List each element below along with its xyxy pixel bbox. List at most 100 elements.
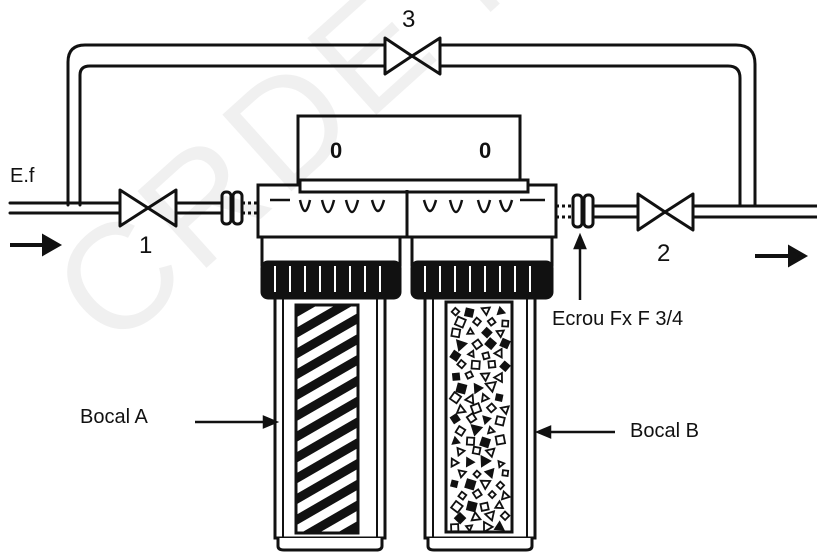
bowl-a-label: Bocal A (80, 406, 148, 428)
granule (449, 349, 462, 362)
granule (464, 524, 474, 533)
granule (485, 402, 498, 414)
granule (486, 316, 497, 327)
granule (501, 319, 510, 328)
valve-2-label: 2 (657, 240, 671, 267)
bypass-pipe (66, 43, 757, 207)
granule (457, 469, 468, 480)
granule (499, 405, 511, 416)
granule (453, 511, 467, 525)
granule (473, 382, 484, 395)
granule (465, 456, 476, 468)
granule (450, 479, 459, 489)
granule (470, 424, 484, 437)
granule (481, 326, 493, 339)
flow-out-arrow-icon (755, 244, 809, 268)
granule (500, 489, 512, 501)
granule (450, 327, 462, 339)
union-nut-left (220, 190, 258, 226)
granule (465, 412, 478, 425)
granule (451, 435, 461, 445)
granule (453, 315, 467, 329)
granule (487, 489, 497, 500)
granule (451, 372, 461, 381)
bowl-b-cap (410, 235, 554, 300)
granule (494, 329, 506, 339)
granule (499, 360, 511, 373)
bowl-b-label: Bocal B (630, 420, 699, 442)
head-mark-right: 0 (479, 138, 492, 163)
granule (484, 380, 498, 394)
granule (480, 306, 492, 317)
granule (471, 316, 483, 327)
granule (457, 490, 468, 501)
granule (480, 454, 492, 468)
granule (450, 457, 461, 469)
granule (492, 371, 503, 384)
granule (469, 402, 483, 415)
inlet-label: E.f (10, 165, 35, 187)
granule (470, 359, 481, 370)
outlet-pipe (593, 204, 817, 219)
union-nut-right (556, 193, 595, 229)
bowl-b (423, 296, 537, 552)
granule (499, 337, 511, 350)
granule (455, 403, 468, 415)
granule (466, 349, 475, 359)
leader-lines (195, 232, 615, 439)
granule (487, 359, 497, 369)
head-mark-left: 0 (330, 138, 343, 163)
granule (479, 479, 492, 491)
granule (449, 413, 461, 425)
granule (479, 436, 492, 449)
granule (496, 305, 507, 316)
granule (483, 509, 496, 523)
granule (471, 445, 482, 456)
granule (479, 372, 491, 383)
bowl-a-cap (260, 235, 402, 300)
granule (493, 520, 505, 531)
granule (448, 390, 463, 405)
granule (494, 393, 504, 402)
granule (471, 488, 483, 500)
granule (494, 434, 507, 446)
bowl-a (273, 296, 387, 552)
granule (464, 478, 477, 491)
nut-label: Ecrou Fx F 3/4 (552, 308, 684, 330)
granule (450, 306, 461, 317)
inlet-pipe (8, 201, 224, 215)
granule (481, 351, 491, 361)
granule (495, 480, 506, 491)
granule (464, 370, 475, 380)
granule (449, 499, 464, 514)
granule (479, 501, 490, 512)
granule (465, 500, 478, 513)
valve-3-icon (383, 36, 442, 76)
flow-in-arrow-icon (10, 233, 63, 257)
valve-1-icon (118, 188, 178, 228)
granule (465, 326, 476, 335)
granule (499, 510, 511, 522)
granule (482, 415, 492, 426)
granule (494, 415, 506, 427)
granule (492, 347, 503, 359)
granule (456, 358, 467, 370)
granule (450, 523, 460, 533)
granule (472, 469, 482, 479)
granule (484, 447, 496, 459)
granule (486, 425, 497, 435)
valve-1-label: 1 (139, 232, 153, 259)
granule (455, 339, 469, 352)
valve-2-icon (636, 192, 695, 232)
granule (463, 393, 475, 406)
granule (455, 382, 468, 395)
granule (484, 337, 498, 351)
granule (470, 510, 483, 522)
granule (493, 499, 505, 510)
granule (456, 446, 467, 458)
filter-head (256, 114, 558, 239)
granule (497, 459, 506, 469)
granule (465, 436, 476, 446)
